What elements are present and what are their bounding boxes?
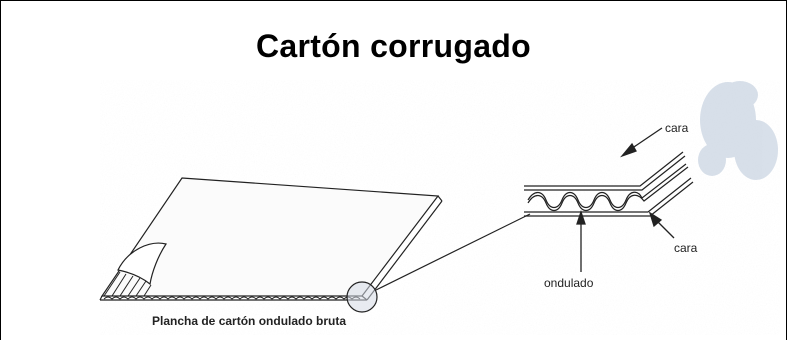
face-top-label: cara (665, 121, 689, 135)
face-bottom-label: cara (674, 241, 698, 255)
sheet-label: Plancha de cartón ondulado bruta (152, 314, 346, 328)
zoom-connector (375, 213, 531, 291)
flute-label: ondulado (544, 276, 594, 290)
diagram-title: Cartón corrugado (255, 28, 532, 64)
scan-smudge (698, 81, 778, 180)
cross-section-detail (524, 151, 694, 217)
cardboard-sheet (99, 177, 443, 301)
magnifier-circle (346, 281, 378, 313)
annotation-arrows (576, 127, 675, 272)
